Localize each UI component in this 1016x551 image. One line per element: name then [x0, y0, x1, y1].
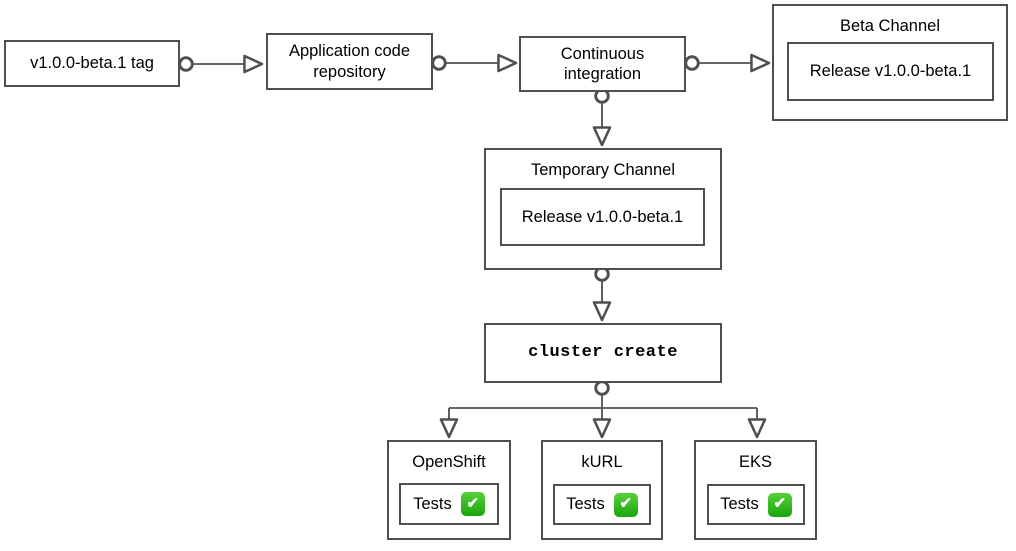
beta-channel-release-label: Release v1.0.0-beta.1 — [809, 62, 972, 81]
beta-channel-title: Beta Channel — [840, 17, 940, 35]
node-continuous-integration: Continuous integration — [519, 36, 686, 92]
ci-label-line2: integration — [563, 65, 642, 83]
temporary-channel-release-box: Release v1.0.0-beta.1 — [500, 188, 705, 246]
temporary-channel-release-label: Release v1.0.0-beta.1 — [521, 207, 684, 226]
eks-tests-box: Tests ✔ — [707, 484, 805, 525]
kurl-title: kURL — [581, 453, 623, 471]
eks-tests-row: Tests ✔ — [720, 492, 792, 517]
kurl-tests-label: Tests — [566, 495, 605, 514]
openshift-tests-box: Tests ✔ — [399, 483, 499, 525]
repo-label-line2: repository — [313, 62, 386, 81]
kurl-tests-box: Tests ✔ — [553, 484, 651, 525]
openshift-title: OpenShift — [412, 453, 486, 471]
node-application-code-repository: Application code repository — [266, 33, 433, 90]
beta-channel-release-box: Release v1.0.0-beta.1 — [787, 42, 994, 101]
repo-label-line1: Application code — [288, 42, 411, 61]
check-glyph: ✔ — [773, 495, 787, 513]
temporary-channel-title: Temporary Channel — [531, 161, 675, 179]
check-icon: ✔ — [613, 492, 638, 517]
openshift-tests-row: Tests ✔ — [413, 492, 485, 516]
check-icon: ✔ — [767, 492, 792, 517]
eks-title: EKS — [738, 453, 773, 471]
version-tag-label: v1.0.0-beta.1 tag — [30, 54, 154, 73]
openshift-tests-label: Tests — [413, 494, 452, 513]
eks-tests-label: Tests — [720, 495, 759, 514]
cluster-create-label: cluster create — [528, 342, 678, 362]
node-cluster-create: cluster create — [484, 323, 722, 383]
check-glyph: ✔ — [466, 494, 480, 512]
kurl-tests-row: Tests ✔ — [566, 492, 638, 517]
check-icon: ✔ — [460, 492, 485, 516]
node-version-tag: v1.0.0-beta.1 tag — [4, 40, 180, 87]
check-glyph: ✔ — [619, 495, 633, 513]
ci-label-line1: Continuous — [560, 44, 645, 63]
